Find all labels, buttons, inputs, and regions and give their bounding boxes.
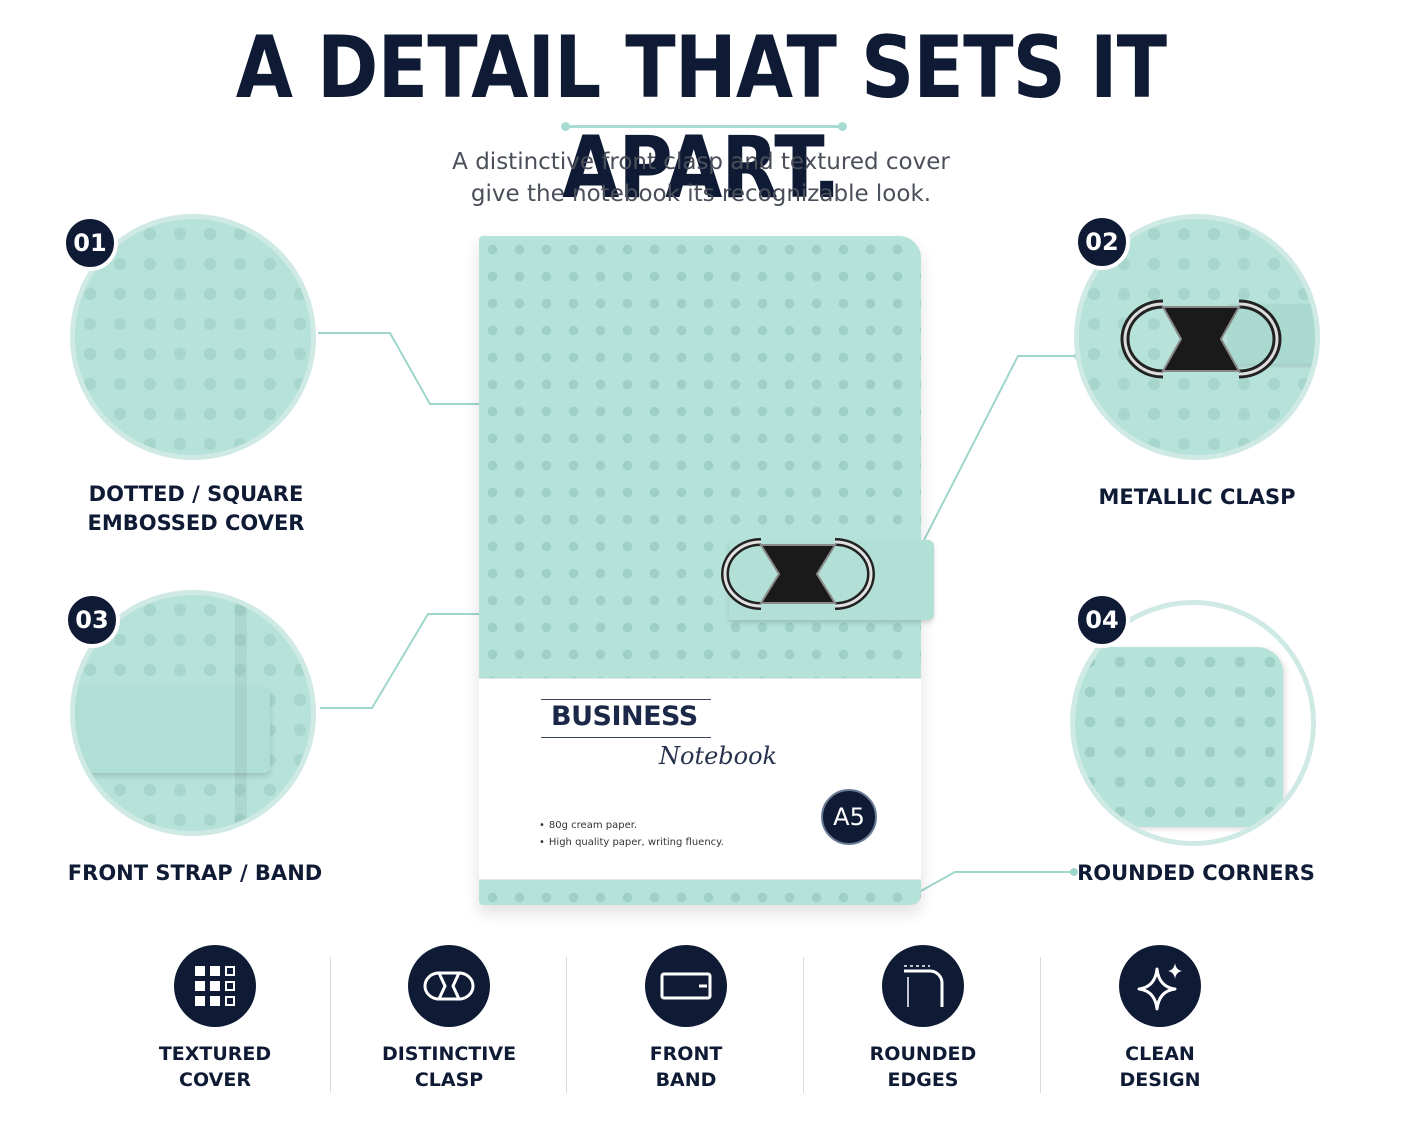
notebook-image: BUSINESS Notebook 80g cream paper. High … xyxy=(479,236,934,905)
caption-line: FRONT STRAP / BAND xyxy=(67,861,323,885)
feature-label: CLEAN DESIGN xyxy=(1042,1041,1278,1093)
caption-line: DOTTED / SQUARE xyxy=(88,482,304,506)
detail-badge-04: 04 xyxy=(1074,592,1130,648)
feature-clean-design: CLEAN DESIGN xyxy=(1042,945,1278,1093)
feature-label: DISTINCTIVE CLASP xyxy=(331,1041,567,1093)
label-line: DISTINCTIVE xyxy=(381,1043,517,1065)
feature-distinctive-clasp: DISTINCTIVE CLASP xyxy=(331,945,567,1093)
connector-03 xyxy=(320,613,503,709)
feature-label: TEXTURED COVER xyxy=(97,1041,333,1093)
grid-icon xyxy=(174,945,256,1027)
detail-badge-01: 01 xyxy=(62,215,118,271)
feature-label: ROUNDED EDGES xyxy=(805,1041,1041,1093)
detail-caption-01: DOTTED / SQUARE EMBOSSED COVER xyxy=(66,480,326,538)
label-line: ROUNDED xyxy=(869,1043,977,1065)
headline: A DETAIL THAT SETS IT APART. xyxy=(235,18,1167,218)
connector-04 xyxy=(918,871,1074,893)
brand-rule-top xyxy=(541,699,711,700)
detail-caption-02: METALLIC CLASP xyxy=(1072,483,1322,512)
band-icon xyxy=(645,945,727,1027)
clasp-icon xyxy=(408,945,490,1027)
feature-front-band: FRONT BAND xyxy=(568,945,804,1093)
detail-badge-02: 02 xyxy=(1074,214,1130,270)
brand-title: BUSINESS xyxy=(551,701,698,732)
label-line: CLASP xyxy=(414,1069,484,1091)
list-item: High quality paper, writing fluency. xyxy=(539,834,724,851)
detail-badge-03: 03 xyxy=(64,592,120,648)
label-line: FRONT xyxy=(649,1043,723,1065)
label-line: CLEAN xyxy=(1125,1043,1195,1065)
subtitle-line-2: give the notebook its recognizable look. xyxy=(470,181,932,207)
sparkle-icon xyxy=(1119,945,1201,1027)
feature-separator xyxy=(803,957,804,1093)
clasp-icon xyxy=(721,538,875,610)
caption-line: METALLIC CLASP xyxy=(1098,485,1296,509)
connector-02 xyxy=(923,355,1078,541)
feature-textured-cover: TEXTURED COVER xyxy=(97,945,333,1093)
label-line: COVER xyxy=(179,1069,251,1091)
label-line: TEXTURED xyxy=(158,1043,272,1065)
brand-rule-bottom xyxy=(541,737,711,738)
feature-separator xyxy=(330,957,331,1093)
title-divider xyxy=(561,122,847,131)
feature-separator xyxy=(566,957,567,1093)
caption-line: EMBOSSED COVER xyxy=(87,511,305,535)
connector-01 xyxy=(318,332,503,405)
subtitle-line-1: A distinctive front clasp and textured c… xyxy=(452,149,950,175)
front-band-label: BUSINESS Notebook 80g cream paper. High … xyxy=(479,678,921,880)
detail-circle-texture xyxy=(70,214,316,460)
front-strap xyxy=(729,540,934,620)
detail-caption-04: ROUNDED CORNERS xyxy=(1066,859,1326,888)
feature-label: FRONT BAND xyxy=(568,1041,804,1093)
feature-separator xyxy=(1040,957,1041,1093)
feature-rounded-edges: ROUNDED EDGES xyxy=(805,945,1041,1093)
detail-caption-03: FRONT STRAP / BAND xyxy=(60,859,330,888)
subtitle: A distinctive front clasp and textured c… xyxy=(351,146,1051,210)
label-line: BAND xyxy=(655,1069,717,1091)
notebook-feature-list: 80g cream paper. High quality paper, wri… xyxy=(539,817,724,851)
label-line: DESIGN xyxy=(1119,1069,1201,1091)
label-line: EDGES xyxy=(887,1069,959,1091)
caption-line: ROUNDED CORNERS xyxy=(1077,861,1315,885)
detail-circle-corner xyxy=(1070,600,1316,846)
clasp-closeup-icon xyxy=(1120,299,1282,379)
notebook-script-title: Notebook xyxy=(659,742,778,770)
size-badge: A5 xyxy=(821,789,877,845)
rounded-corner-icon xyxy=(882,945,964,1027)
list-item: 80g cream paper. xyxy=(539,817,724,834)
